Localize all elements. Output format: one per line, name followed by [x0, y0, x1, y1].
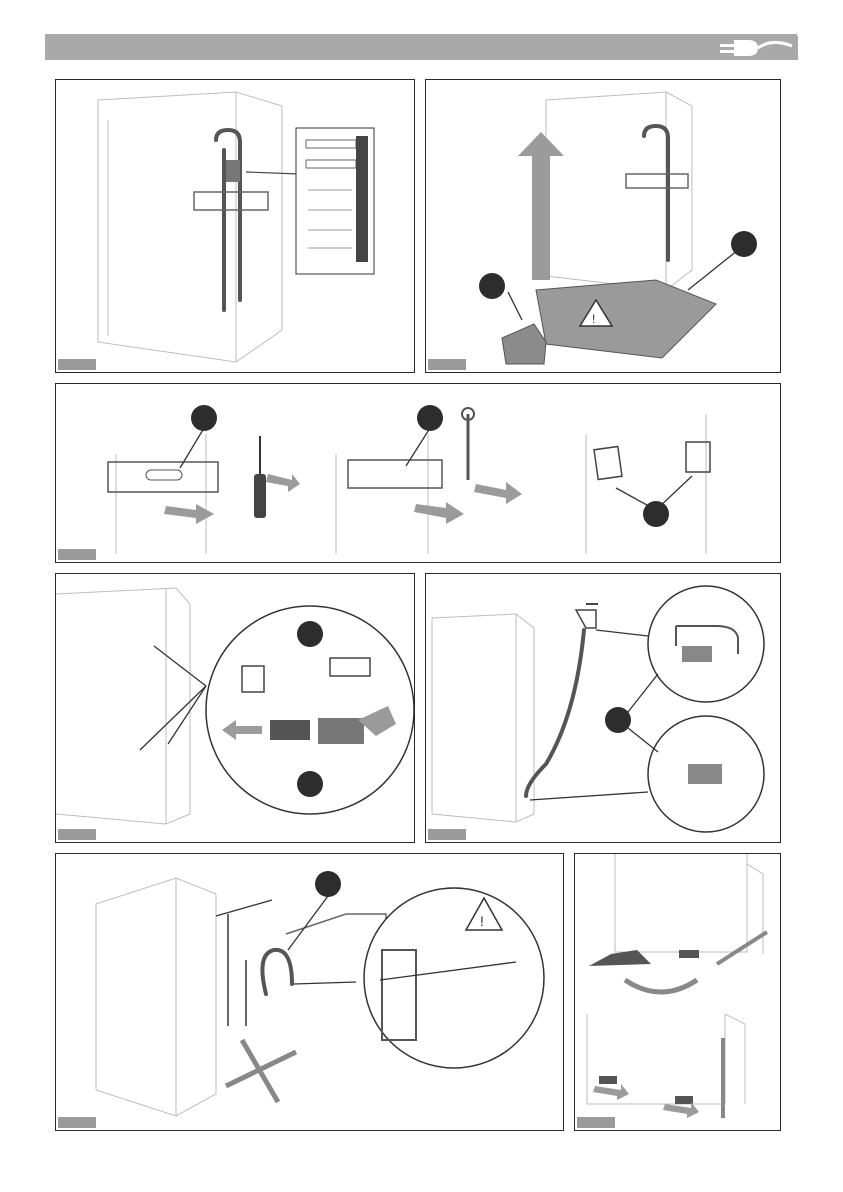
figure-label: [428, 359, 466, 370]
callout-badge: [605, 707, 631, 733]
panel-drain-hose: !: [55, 853, 564, 1131]
figure-label: [58, 549, 96, 560]
figure-label: [58, 1117, 96, 1128]
svg-text:!: !: [480, 913, 484, 929]
callout-badge: [643, 501, 669, 527]
barcode-icon: [356, 136, 368, 262]
panel-transport-bracket: [55, 383, 781, 563]
tap-icon: [576, 604, 598, 628]
panel-rating-label: [55, 79, 415, 373]
panel-water-inlet: [425, 573, 781, 843]
header-bar: [45, 34, 797, 60]
figure-label: [428, 829, 466, 840]
screwdriver-icon: [254, 436, 266, 518]
panel-leveling-feet: [574, 853, 781, 1131]
callout-badge: [191, 405, 217, 431]
svg-text:!: !: [592, 312, 595, 326]
callout-badge: [315, 871, 341, 897]
rotate-arrow-icon: [625, 980, 697, 992]
plug-icon: [712, 36, 798, 60]
callout-badge: [297, 621, 323, 647]
panel-hose-clips: [55, 573, 415, 843]
callout-badge: [297, 771, 323, 797]
callout-badge: [731, 231, 757, 257]
cover-cap-icon: [594, 446, 622, 479]
figure-label: [58, 829, 96, 840]
wrench-icon: [462, 408, 474, 480]
figure-label: [577, 1117, 615, 1128]
callout-badge: [479, 273, 505, 299]
cross-icon: [226, 1040, 296, 1102]
panel-remove-base: !: [425, 79, 781, 373]
up-arrow-icon: [518, 132, 564, 280]
figure-label: [58, 359, 96, 370]
callout-badge: [417, 405, 443, 431]
